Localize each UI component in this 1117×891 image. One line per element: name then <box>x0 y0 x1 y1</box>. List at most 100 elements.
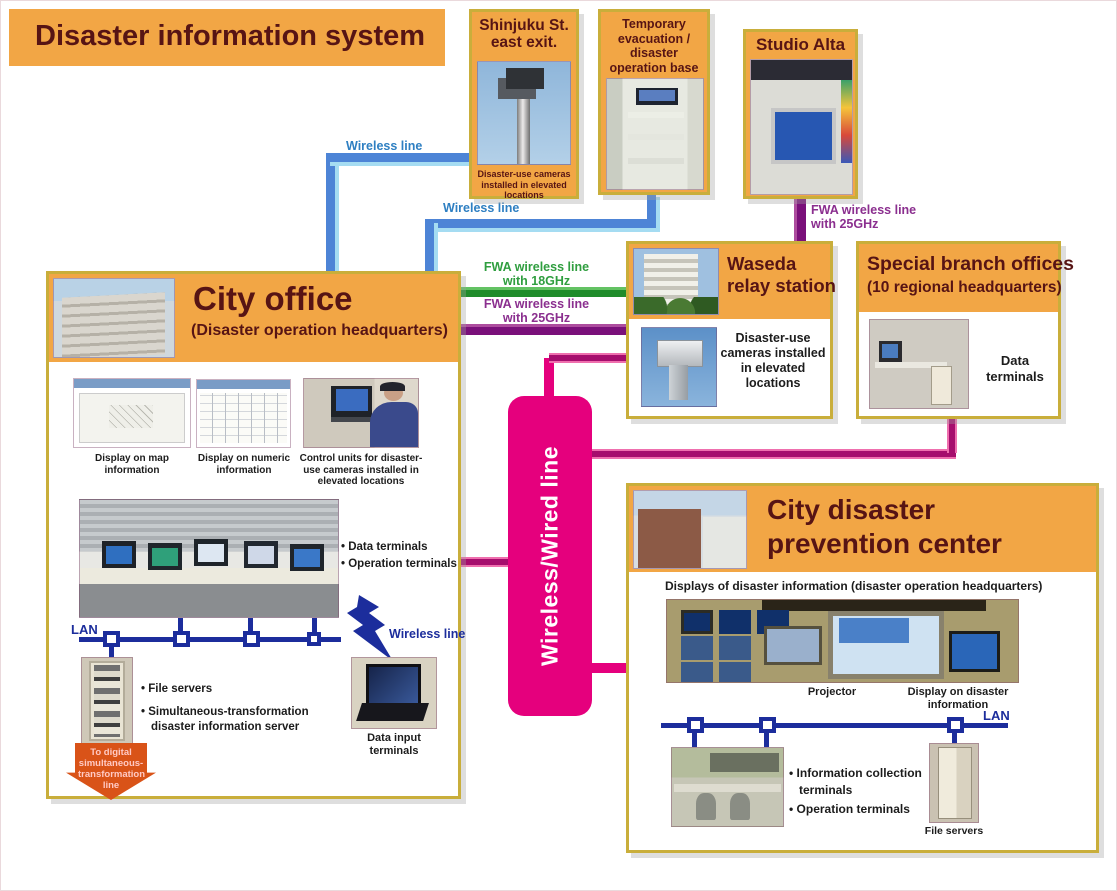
title-banner: Disaster information system <box>9 9 445 66</box>
fwa-18ghz-label-line2: with 18GHz <box>502 274 571 288</box>
page-title: Disaster information system <box>35 20 426 52</box>
bullet-info-collection-terminals: • Information collection terminals <box>789 766 922 797</box>
studio-alta-photo <box>750 59 853 195</box>
studio-alta-title: Studio Alta <box>755 35 846 54</box>
data-input-laptop-photo <box>351 657 437 729</box>
wireless-line-tempbase-vertical <box>647 193 656 223</box>
fwa-25ghz-alta-label-line2: with 25GHz <box>811 217 879 231</box>
caption-map-display: Display on map information <box>95 453 169 476</box>
lan-node <box>687 717 704 733</box>
digital-line-arrow-label: To digital simultaneous-transformation l… <box>78 747 146 791</box>
wireless-line-label-top: Wireless line <box>346 139 423 153</box>
lan-node <box>243 631 260 647</box>
lan-node <box>103 631 120 647</box>
fwa-18ghz-line <box>461 290 628 297</box>
city-office-building-photo <box>53 278 175 358</box>
caption-data-input-terminals: Data input terminals <box>367 732 421 757</box>
node-temp-base: Temporary evacuation / disaster operatio… <box>598 9 710 195</box>
numeric-display-photo <box>196 379 291 448</box>
cdpc-building-photo <box>633 490 747 569</box>
bullet-operation-terminals: • Operation terminals <box>341 558 457 570</box>
lan-node <box>307 632 321 646</box>
lan-drop-server <box>109 647 114 658</box>
lan-drop <box>178 618 183 634</box>
caption-cdpc-file-servers: File servers <box>924 825 984 837</box>
ribbon-waseda-stub <box>544 358 554 404</box>
fwa-18ghz-label-line1: FWA wireless line <box>483 260 590 274</box>
lan-node <box>947 717 964 733</box>
operations-room-photo <box>79 499 339 618</box>
lan-bus-cdpc <box>661 723 1008 728</box>
cdpc-title-line1: City disaster <box>767 494 936 525</box>
lan-node <box>173 631 190 647</box>
waseda-title-line1: Waseda <box>727 253 797 274</box>
wireless-line-tempbase-horizontal <box>425 219 656 228</box>
cdpc-control-room-photo <box>666 599 1019 683</box>
ribbon-cdpc-line <box>589 663 629 673</box>
fwa-25ghz-line <box>461 327 628 335</box>
waseda-caption: Disaster-use cameras installed in elevat… <box>720 331 826 390</box>
shinjuku-title-line2: east exit. <box>490 34 558 52</box>
temp-title-line2: evacuation / <box>617 31 691 46</box>
file-server-rack-photo <box>81 657 133 745</box>
wireless-wired-line-ribbon: Wireless/Wired line <box>508 396 592 716</box>
lan-node <box>759 717 776 733</box>
lan-drop <box>692 733 697 747</box>
caption-display-disaster: Display on disaster information <box>907 686 1009 711</box>
wireless-line-shinjuku-vertical <box>326 153 335 271</box>
special-branch-caption: Data terminals <box>986 353 1044 384</box>
temp-title-line1: Temporary <box>622 17 686 31</box>
wireless-line-label-lan: Wireless line <box>389 627 466 641</box>
city-office-title: City office <box>193 280 353 317</box>
bullet-data-terminals: • Data terminals <box>341 541 428 553</box>
caption-control-units: Control units for disaster-use cameras i… <box>299 453 423 487</box>
cdpc-displays-caption: Displays of disaster information (disast… <box>665 579 1043 593</box>
node-shinjuku: Shinjuku St. east exit. Disaster-use cam… <box>469 9 579 200</box>
lan-drop <box>952 733 957 744</box>
special-branch-photo <box>869 319 969 409</box>
cdpc-operator-desks-photo <box>671 747 784 827</box>
wireless-line-label-mid: Wireless line <box>443 201 520 215</box>
ribbon-branch-line <box>591 449 956 459</box>
shinjuku-caption: Disaster-use cameras installed in elevat… <box>477 169 571 200</box>
caption-projector: Projector <box>807 686 857 698</box>
bullet-file-servers: • File servers <box>141 683 213 695</box>
temp-title-line4: operation base <box>609 60 699 75</box>
fwa-25ghz-label-line1: FWA wireless line <box>483 297 590 311</box>
fwa-line-studio-alta <box>797 197 806 243</box>
bullet-cdpc-operation-terminals: • Operation terminals <box>789 802 910 816</box>
lan-label-cdpc: LAN <box>983 708 1010 723</box>
lan-label-city-office: LAN <box>71 622 98 637</box>
city-office-subtitle: (Disaster operation headquarters) <box>191 322 448 339</box>
control-units-photo <box>303 378 419 448</box>
waseda-title-line2: relay station <box>727 275 836 296</box>
special-branch-title: Special branch offices <box>867 253 1074 275</box>
waseda-camera-photo <box>641 327 717 407</box>
wireless-line-tempbase-drop <box>425 219 434 273</box>
ribbon-cityoffice-line <box>459 557 511 567</box>
map-display-photo <box>73 378 191 448</box>
special-branch-subtitle: (10 regional headquarters) <box>867 279 1062 296</box>
bullet-sim-server: • Simultaneous-transformation disaster i… <box>141 706 309 733</box>
ribbon-waseda-line <box>549 353 627 363</box>
cdpc-file-server-photo <box>929 743 979 823</box>
lan-drop <box>248 618 253 634</box>
lan-drop <box>764 733 769 747</box>
node-studio-alta: Studio Alta <box>743 29 858 199</box>
shinjuku-camera-photo <box>477 61 571 165</box>
lan-drop <box>312 618 317 634</box>
fwa-25ghz-alta-label-line1: FWA wireless line <box>811 203 917 217</box>
temp-base-cart-photo <box>606 78 704 190</box>
temp-title-line3: disaster <box>630 46 678 60</box>
shinjuku-title-line1: Shinjuku St. <box>479 17 569 34</box>
lightning-bolt-icon <box>347 595 393 661</box>
cdpc-title-line2: prevention center <box>767 528 1002 559</box>
waseda-building-photo <box>633 248 719 315</box>
caption-numeric-display: Display on numeric information <box>197 453 291 476</box>
ribbon-label: Wireless/Wired line <box>536 446 563 666</box>
branch-drop-line <box>947 417 957 453</box>
wireless-line-shinjuku-horizontal <box>326 153 469 162</box>
lan-bus-city-office <box>79 637 341 642</box>
special-branch-header <box>859 244 1058 312</box>
